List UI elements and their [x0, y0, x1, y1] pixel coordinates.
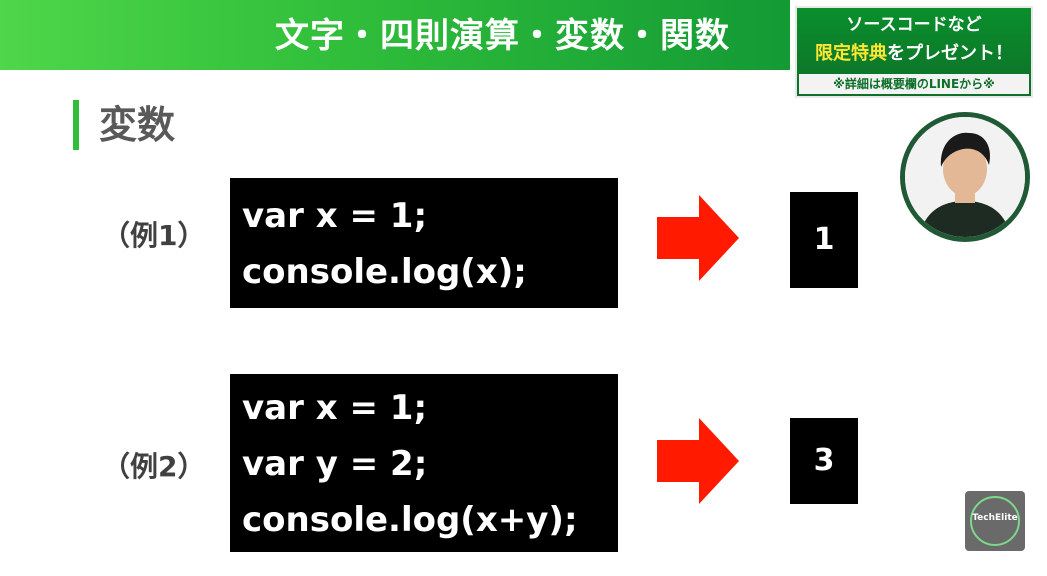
promo-line-1: ソースコードなど: [846, 15, 982, 35]
code-line: var y = 2;: [242, 444, 428, 484]
code-line: var x = 1;: [242, 196, 428, 236]
example-2-code-box: var x = 1; var y = 2; console.log(x+y);: [230, 374, 618, 552]
example-1-code-box: var x = 1; console.log(x);: [230, 178, 618, 308]
code-line: console.log(x);: [242, 252, 527, 292]
promo-line-2-rest: をプレゼント！: [887, 43, 1013, 64]
promo-highlight: 限定特典: [815, 43, 887, 64]
right-arrow-icon: [657, 418, 739, 504]
example-2-label: （例2）: [102, 450, 206, 483]
slide-title: 文字・四則演算・変数・関数: [275, 16, 730, 56]
title-banner: 文字・四則演算・変数・関数: [0, 0, 790, 70]
code-line: console.log(x+y);: [242, 500, 578, 540]
presenter-avatar: [900, 112, 1030, 242]
example-2-result: 3: [790, 418, 858, 504]
promo-line-3: ※詳細は概要欄のLINEから※: [799, 74, 1029, 94]
code-line: var x = 1;: [242, 388, 428, 428]
logo-text: TechElite: [972, 513, 1018, 523]
logo-ring: [970, 496, 1020, 546]
promo-line-2: 限定特典をプレゼント！: [797, 42, 1031, 66]
section-accent-bar: [73, 100, 79, 150]
channel-logo: TechElite: [965, 491, 1025, 551]
section-title: 変数: [99, 103, 176, 147]
example-1-result: 1: [790, 192, 858, 288]
promo-box: ソースコードなど 限定特典をプレゼント！ ※詳細は概要欄のLINEから※: [795, 6, 1033, 98]
right-arrow-icon: [657, 195, 739, 281]
example-1-label: （例1）: [102, 219, 206, 252]
person-icon: [905, 117, 1025, 237]
